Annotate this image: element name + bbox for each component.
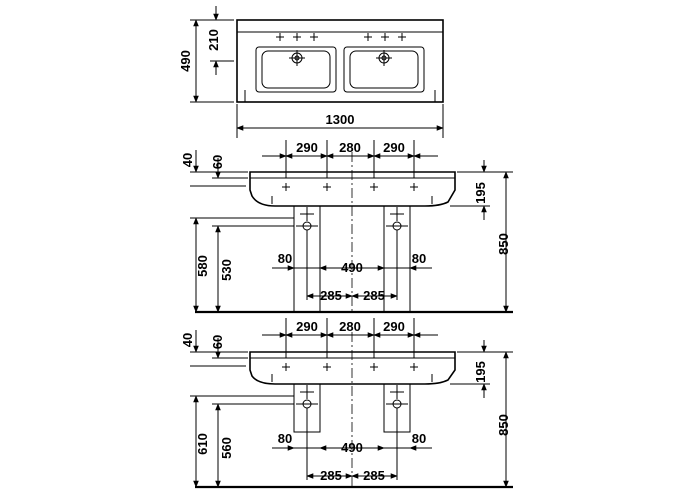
tap-holes-right-icon (364, 33, 406, 41)
dim-195-2: 195 (473, 361, 488, 383)
dim-290-right-1: 290 (383, 140, 405, 155)
dim-290-right-2: 290 (383, 319, 405, 334)
basin-outline-top (236, 19, 444, 103)
front-view-2: 290 280 290 40 60 610 560 195 850 80 490 (180, 318, 513, 489)
dim-195-1: 195 (473, 182, 488, 204)
dim-610: 610 (195, 433, 210, 455)
dim-490-legs-2: 490 (341, 440, 363, 455)
dim-80-right-2: 80 (412, 431, 426, 446)
dim-285-right-2: 285 (363, 468, 385, 483)
dim-210-top: 210 (206, 29, 221, 51)
drain-left-icon (289, 50, 305, 66)
dim-290-left-2: 290 (296, 319, 318, 334)
bowl-left-inner (261, 50, 331, 89)
dim-285-left-2: 285 (320, 468, 342, 483)
dim-80-right-1: 80 (412, 251, 426, 266)
dim-850-2: 850 (496, 414, 511, 436)
tap-holes-left-icon (276, 33, 318, 41)
dim-285-left-1: 285 (320, 288, 342, 303)
dim-490-legs-1: 490 (341, 260, 363, 275)
dim-280-mid-2: 280 (339, 319, 361, 334)
leg-left-1 (293, 205, 321, 313)
dim-60-2: 60 (210, 335, 225, 349)
dim-490-top: 490 (178, 50, 193, 72)
dim-285-right-1: 285 (363, 288, 385, 303)
dim-580: 580 (195, 255, 210, 277)
top-view: 490 210 1300 (178, 6, 444, 138)
dim-40-1: 40 (180, 153, 195, 167)
dim-40-2: 40 (180, 333, 195, 347)
basin-front-2 (249, 351, 456, 385)
bowl-left (255, 46, 337, 93)
leg-right-1 (383, 205, 411, 313)
front-view-1: 290 280 290 40 60 580 530 195 850 80 490 (180, 140, 513, 314)
dim-850-1: 850 (496, 233, 511, 255)
dim-80-left-1: 80 (278, 251, 292, 266)
dim-280-mid-1: 280 (339, 140, 361, 155)
dim-60-1: 60 (210, 155, 225, 169)
dim-560: 560 (219, 437, 234, 459)
basin-front-1 (249, 171, 456, 207)
dim-80-left-2: 80 (278, 431, 292, 446)
bowl-right (343, 46, 425, 93)
dim-290-left-1: 290 (296, 140, 318, 155)
dim-1300: 1300 (326, 112, 355, 127)
dim-530: 530 (219, 259, 234, 281)
drain-right-icon (376, 50, 392, 66)
